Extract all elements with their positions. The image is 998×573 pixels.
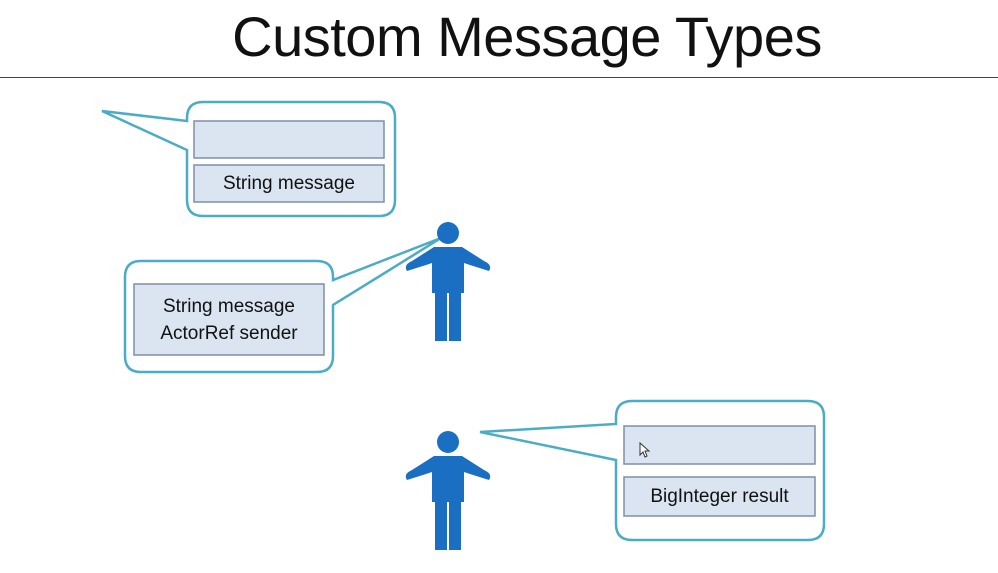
result-field-biginteger	[623, 476, 816, 517]
title-divider	[0, 77, 998, 78]
field-label-string-message: String message	[222, 173, 355, 194]
result-field-empty	[623, 425, 816, 465]
person-icon	[405, 431, 491, 550]
person-icon	[405, 222, 491, 341]
field-label-actorref-sender: ActorRef sender	[160, 322, 298, 344]
speech-bubble-bottom-right	[479, 399, 826, 542]
slide-title: Custom Message Types	[232, 5, 822, 68]
message-field-string	[193, 164, 385, 203]
message-field-composite	[133, 283, 325, 356]
composite-field-labels: String message ActorRef sender	[134, 284, 324, 355]
field-label-string-message: String message	[162, 295, 295, 317]
speech-bubble-top-left	[101, 100, 397, 218]
speech-bubble-middle-left	[123, 236, 442, 374]
message-field-empty	[193, 120, 385, 159]
field-label-biginteger-result: BigInteger result	[650, 486, 789, 507]
mouse-cursor-icon	[639, 441, 651, 458]
